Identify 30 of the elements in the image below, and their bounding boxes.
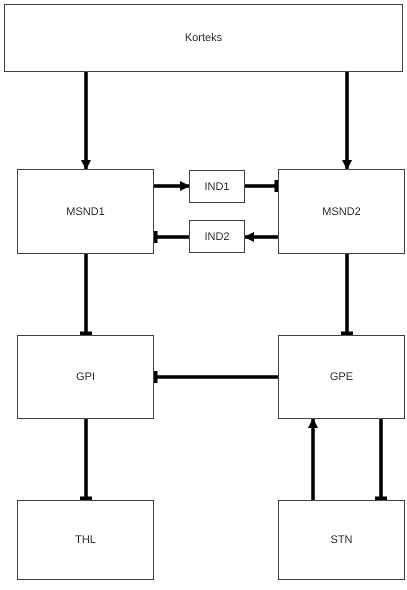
box-label: Korteks: [184, 32, 222, 44]
process-box: [17, 335, 154, 419]
inhibition-connector: [245, 180, 278, 192]
process-box: [17, 169, 154, 254]
process-box: [189, 170, 245, 203]
inhibition-connector: [80, 254, 92, 336]
process-box: [278, 169, 405, 254]
arrow: [81, 72, 91, 170]
box-label: THL: [75, 534, 96, 546]
inhibition-connector: [341, 254, 353, 336]
process-box: [4, 4, 403, 72]
box-label: GPE: [330, 371, 354, 383]
arrow: [308, 418, 318, 500]
process-box: [278, 500, 405, 580]
box-label: GPI: [76, 371, 95, 383]
process-box: [17, 500, 154, 580]
inhibition-connector: [154, 371, 278, 383]
box-label: IND1: [204, 180, 230, 192]
box-label: STN: [330, 534, 352, 546]
arrow: [154, 181, 190, 191]
box-label: MSND2: [322, 206, 361, 218]
process-box: [189, 220, 245, 253]
box-label: MSND1: [66, 206, 105, 218]
process-box: [278, 335, 405, 419]
arrow: [244, 232, 278, 242]
inhibition-connector: [80, 419, 92, 500]
inhibition-connector: [375, 419, 387, 500]
inhibition-connector: [154, 231, 189, 243]
box-label: IND2: [204, 230, 230, 242]
arrow: [342, 72, 352, 170]
